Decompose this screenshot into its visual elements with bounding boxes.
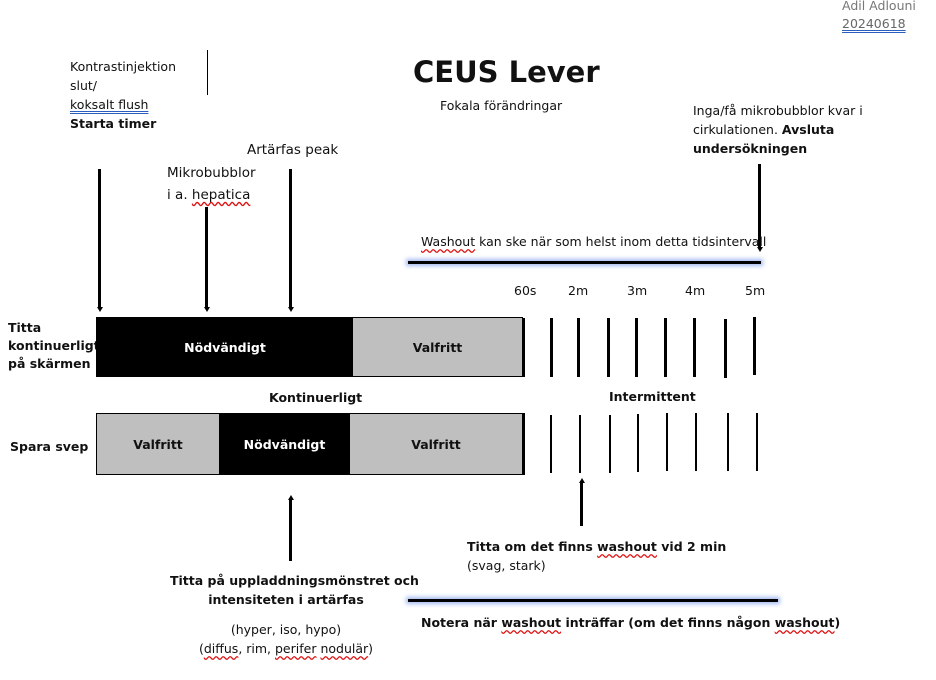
watch-timeline-bar: Nödvändigt Valfritt	[96, 317, 523, 377]
end-exam-line2a: cirkulationen.	[693, 122, 782, 137]
time-label-4m: 4m	[685, 283, 706, 298]
save-tick	[550, 415, 552, 473]
microbubbles-line1: Mikrobubblor	[167, 165, 256, 181]
save-segment-optional-2: Valfritt	[350, 414, 522, 474]
watch-tick	[635, 318, 638, 377]
row-label-watch-line1: Titta	[8, 320, 42, 335]
enhancement-line1: Titta på uppladdningsmönstret och	[170, 573, 419, 588]
note-word-washout-2: washout	[774, 615, 835, 630]
end-exam-line1: Inga/få mikrobubblor kvar i	[693, 103, 863, 118]
injection-annotation: Kontrastinjektion slut/ koksalt flush St…	[70, 57, 176, 133]
save-tick	[637, 414, 639, 472]
save-tick	[756, 413, 758, 471]
end-exam-line3: undersökningen	[693, 141, 808, 156]
watch-tick	[753, 317, 756, 375]
check-2min-line2: (svag, stark)	[467, 558, 546, 573]
row-label-watch-line3: på skärmen	[8, 356, 91, 371]
enhancement-line4: (diffus, rim, perifer nodulär)	[170, 639, 402, 658]
save-tick	[579, 415, 581, 473]
watch-tick	[693, 318, 696, 377]
row-label-watch-line2: kontinuerligt	[8, 338, 100, 353]
microbubbles-word: hepatica	[191, 187, 251, 203]
watch-tick	[664, 318, 667, 377]
watch-tick	[577, 318, 580, 377]
save-tick	[727, 413, 729, 471]
row-label-watch: Titta kontinuerligt på skärmen	[8, 319, 100, 373]
page-subtitle: Fokala förändringar	[440, 98, 563, 113]
enhancement-word-diffus: diffus	[203, 641, 239, 656]
check-2min-annotation: Titta om det finns washout vid 2 min (sv…	[467, 537, 726, 575]
paren-open: (	[198, 641, 204, 656]
save-tick	[695, 413, 697, 471]
end-exam-annotation: Inga/få mikrobubblor kvar i cirkulatione…	[693, 101, 863, 158]
watch-tick	[522, 318, 525, 377]
washout-interval-rest: kan ske när som helst inom detta tidsint…	[475, 234, 767, 249]
note-p1: Notera när	[421, 615, 502, 630]
note-p2: inträffar (om det finns någon	[561, 615, 775, 630]
washout-interval-label: Washout kan ske när som helst inom detta…	[421, 232, 766, 251]
watch-tick	[607, 318, 610, 377]
time-label-5m: 5m	[745, 283, 766, 298]
washout-interval-line	[408, 261, 761, 264]
save-segment-optional-1: Valfritt	[97, 414, 219, 474]
row-label-save: Spara svep	[10, 439, 89, 454]
watch-tick	[724, 319, 727, 378]
enhancement-annotation: Titta på uppladdningsmönstret och intens…	[170, 571, 419, 658]
save-timeline-bar: Valfritt Nödvändigt Valfritt	[96, 413, 523, 475]
save-tick	[523, 413, 525, 475]
watch-segment-optional: Valfritt	[353, 318, 522, 376]
author-name: Adil Adlouni	[842, 0, 916, 13]
enhancement-word-perifer: perifer	[275, 641, 317, 656]
arrow-down-end-exam	[758, 164, 761, 248]
note-word-washout-1: washout	[501, 615, 562, 630]
time-label-2m: 2m	[568, 283, 589, 298]
microbubbles-prefix: i a.	[167, 187, 192, 203]
note-washout-line	[408, 599, 778, 602]
paren-close: )	[368, 641, 374, 656]
time-label-60s: 60s	[514, 283, 537, 298]
injection-line4: Starta timer	[70, 116, 157, 131]
check-2min-suffix: vid 2 min	[656, 539, 727, 554]
injection-line3: koksalt flush	[70, 97, 149, 112]
enhancement-word-nodular: nodulär	[320, 641, 369, 656]
save-tick	[666, 413, 668, 471]
arrow-down-injection	[98, 169, 101, 308]
washout-word: Washout	[421, 234, 476, 249]
enhancement-mid: , rim,	[238, 641, 275, 656]
save-segment-required: Nödvändigt	[219, 414, 350, 474]
save-tick	[609, 415, 611, 473]
time-label-3m: 3m	[627, 283, 648, 298]
arrow-down-arterial-peak	[289, 169, 292, 308]
end-exam-line2b: Avsluta	[781, 122, 835, 137]
arrow-up-arterial	[289, 499, 292, 561]
phase-continuous-label: Kontinuerligt	[269, 390, 363, 405]
enhancement-line3: (hyper, iso, hypo)	[230, 622, 342, 637]
note-p3: )	[834, 615, 841, 630]
arrow-down-microbubbles	[205, 207, 208, 308]
watch-segment-required: Nödvändigt	[97, 318, 353, 376]
author-date: 20240618	[842, 16, 906, 31]
text-cursor-line	[207, 50, 208, 95]
watch-tick	[550, 318, 553, 377]
check-2min-word: washout	[597, 539, 657, 554]
injection-line1: Kontrastinjektion	[70, 59, 176, 74]
microbubbles-annotation: Mikrobubblor i a. hepatica	[167, 162, 256, 206]
phase-intermittent-label: Intermittent	[609, 389, 696, 404]
arrow-up-2min	[580, 482, 583, 526]
check-2min-prefix: Titta om det finns	[467, 539, 598, 554]
injection-line2: slut/	[70, 78, 98, 93]
note-washout-label: Notera när washout inträffar (om det fin…	[421, 613, 840, 632]
enhancement-line2: intensiteten i artärfas	[208, 592, 364, 607]
page-title: CEUS Lever	[413, 55, 600, 89]
arterial-peak-label: Artärfas peak	[247, 142, 339, 158]
microbubbles-line2: i a. hepatica	[167, 184, 256, 206]
